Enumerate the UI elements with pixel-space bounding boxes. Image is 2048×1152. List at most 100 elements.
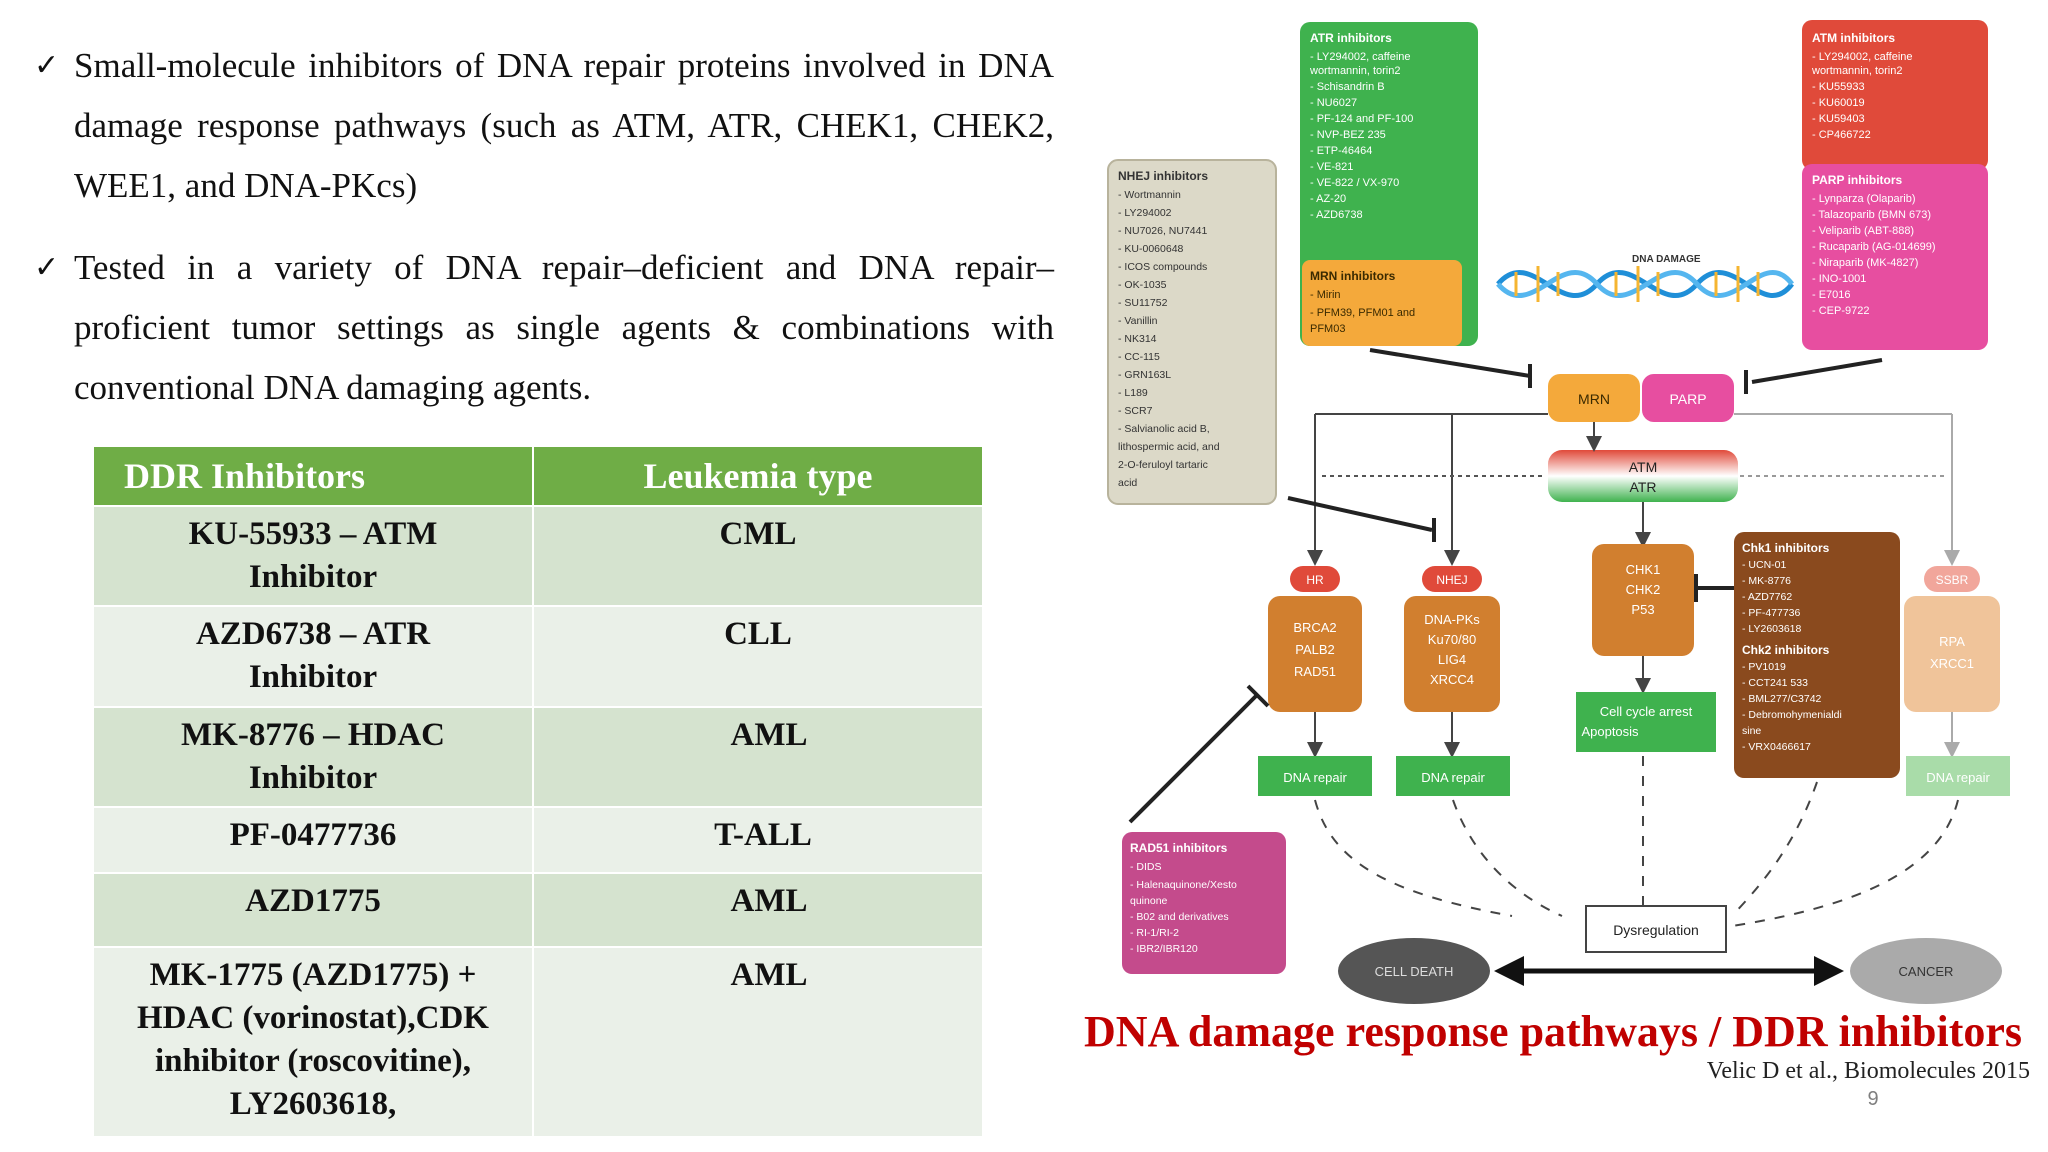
chk1-inhibitor-item: - UCN-01: [1742, 559, 1786, 571]
bullet-item: ✓ Tested in a variety of DNA repair–defi…: [34, 238, 1054, 418]
inhibitor-cell: AZD6738 – ATR Inhibitor: [92, 605, 534, 708]
hr-protein: PALB2: [1295, 642, 1335, 657]
dna-repair-ssbr-box: [1906, 756, 2010, 796]
nhej-inhibitor-item: - GRN163L: [1118, 369, 1171, 381]
chk-protein: P53: [1631, 602, 1654, 617]
bullet-item: ✓ Small-molecule inhibitors of DNA repai…: [34, 36, 1054, 216]
figure-caption: DNA damage response pathways / DDR inhib…: [1084, 1007, 2022, 1056]
chk1-inhibitor-item: - AZD7762: [1742, 591, 1792, 603]
rad51-inhibitor-item: - IBR2/IBR120: [1130, 943, 1198, 955]
atm-inhibitors-box: [1802, 20, 1988, 170]
nhej-inhibitor-item: - L189: [1118, 387, 1148, 399]
table-row: KU-55933 – ATM Inhibitor CML: [92, 505, 984, 607]
mrn-inhibitor-item: PFM03: [1310, 323, 1345, 335]
nhej-inhibitor-item: - Wortmannin: [1118, 189, 1181, 201]
atr-inhibitor-item: - LY294002, caffeine: [1310, 51, 1411, 63]
nhej-inhibitor-item: - OK-1035: [1118, 279, 1167, 291]
rad51-inhibition-bar: [1246, 684, 1270, 708]
chk1-inhibitor-item: - PF-477736: [1742, 607, 1801, 619]
nhej-inhibitor-item: - ICOS compounds: [1118, 261, 1207, 273]
atr-inhibitor-item: - ETP-46464: [1310, 145, 1372, 157]
atm-inhibitor-item: - KU59403: [1812, 113, 1865, 125]
inhibitor-line: AZD6738 – ATR: [195, 616, 431, 652]
nhej-inhibitor-item: - NK314: [1118, 333, 1157, 345]
parp-inhibitor-item: - Talazoparib (BMN 673): [1812, 209, 1931, 221]
ssbr-label: SSBR: [1936, 573, 1969, 587]
dna-repair-label: DNA repair: [1283, 770, 1347, 785]
hr-label: HR: [1306, 573, 1324, 587]
mrn-inhibitors-title: MRN inhibitors: [1310, 269, 1396, 283]
hr-protein: BRCA2: [1293, 620, 1336, 635]
nhej-inhibitor-item: lithospermic acid, and: [1118, 441, 1220, 453]
rad51-inhibitor-item: - B02 and derivatives: [1130, 911, 1229, 923]
chk2-inhibitor-item: - BML277/C3742: [1742, 693, 1822, 705]
checkmark-icon: ✓: [34, 48, 60, 83]
column-header-inhibitors: DDR Inhibitors: [92, 445, 534, 507]
atm-inhibitor-item: wortmannin, torin2: [1811, 65, 1903, 77]
nhej-proteins-box: [1404, 596, 1500, 712]
chk2-inhibitor-item: sine: [1742, 725, 1761, 737]
atm-inhibitor-item: - KU55933: [1812, 81, 1865, 93]
rad51-inhibitors-title: RAD51 inhibitors: [1130, 841, 1228, 855]
atr-inhibitor-item: - PF-124 and PF-100: [1310, 113, 1413, 125]
parp-inhibitor-item: - Lynparza (Olaparib): [1812, 193, 1916, 205]
rad51-inhibition-line: [1128, 694, 1258, 824]
dna-helix-icon: [1496, 266, 1794, 302]
leukemia-type-cell: CLL: [532, 605, 984, 708]
chk1-inhibitor-item: - LY2603618: [1742, 623, 1802, 635]
bullet-text: Tested in a variety of DNA repair–defici…: [74, 248, 1054, 407]
hr-protein: RAD51: [1294, 664, 1336, 679]
parp-inhibitor-item: - Niraparib (MK-4827): [1812, 257, 1918, 269]
chk-proteins-box: [1592, 544, 1694, 656]
dysregulation-label: Dysregulation: [1613, 922, 1699, 938]
inhibitor-line: MK-8776 – HDAC: [181, 717, 445, 753]
nhej-inhibitor-item: 2-O-feruloyl tartaric: [1118, 459, 1208, 471]
parp-inhibitors-box: [1802, 164, 1988, 350]
cell-death-node: [1338, 938, 1490, 1004]
chk-inhibitors-box: [1734, 532, 1900, 778]
nhej-node: [1422, 566, 1482, 592]
cancer-node: [1850, 938, 2002, 1004]
inhibitor-line: Inhibitor: [248, 760, 378, 796]
bullet-text: Small-molecule inhibitors of DNA repair …: [74, 46, 1054, 205]
inhibitor-line: KU-55933 – ATM: [188, 516, 438, 552]
nhej-inhibitor-item: - SU11752: [1118, 297, 1168, 309]
hr-node: [1290, 566, 1340, 592]
mrn-node: [1548, 374, 1640, 422]
parp-node: [1642, 374, 1734, 422]
inhibitor-line: MK-1775 (AZD1775) +: [149, 957, 477, 993]
bidirectional-arrow: [1494, 956, 1844, 986]
chk1-inhibitor-item: - MK-8776: [1742, 575, 1791, 587]
nhej-inhibitors-title: NHEJ inhibitors: [1118, 169, 1208, 183]
nhej-inhibitor-item: - KU-0060648: [1118, 243, 1184, 255]
atr-inhibitor-item: - Schisandrin B: [1310, 81, 1385, 93]
ssbr-protein: XRCC1: [1930, 656, 1974, 671]
atm-inhibitors-title: ATM inhibitors: [1812, 31, 1895, 45]
inhibitor-line: Inhibitor: [248, 659, 378, 695]
nhej-label: NHEJ: [1436, 573, 1467, 587]
dna-repair-hr-box: [1258, 756, 1372, 796]
chk-protein: CHK1: [1626, 562, 1661, 577]
nhej-inhibitor-item: - SCR7: [1118, 405, 1153, 417]
atr-inhibitor-item: - AZD6738: [1310, 209, 1363, 221]
rad51-inhibitor-item: - Halenaquinone/Xesto: [1130, 879, 1237, 891]
dna-damage-label: DNA DAMAGE: [1632, 254, 1701, 265]
parp-node-label: PARP: [1669, 391, 1706, 407]
parp-inhibitor-item: - Rucaparib (AG-014699): [1812, 241, 1936, 253]
chk2-inhibitor-item: - PV1019: [1742, 661, 1786, 673]
ssbr-protein: RPA: [1939, 634, 1965, 649]
mrn-inhibitor-item: - PFM39, PFM01 and: [1310, 307, 1415, 319]
rad51-inhibitor-item: - RI-1/RI-2: [1130, 927, 1179, 939]
leukemia-type-cell: AML: [532, 872, 984, 948]
table-row: MK-8776 – HDAC Inhibitor AML: [92, 706, 984, 808]
atr-inhibitors-title: ATR inhibitors: [1310, 31, 1392, 45]
atr-inhibitor-item: - NVP-BEZ 235: [1310, 129, 1386, 141]
leukemia-type-cell: CML: [532, 505, 984, 607]
nhej-protein: XRCC4: [1430, 672, 1474, 687]
atm-inhibitor-item: - KU60019: [1812, 97, 1865, 109]
table-row: AZD1775 AML: [92, 872, 984, 948]
leukemia-type-cell: T-ALL: [532, 806, 984, 874]
atm-node-label: ATM: [1629, 459, 1658, 475]
mrn-inhibition-line: [1369, 348, 1531, 378]
inhibitor-cell: MK-8776 – HDAC Inhibitor: [92, 706, 534, 808]
